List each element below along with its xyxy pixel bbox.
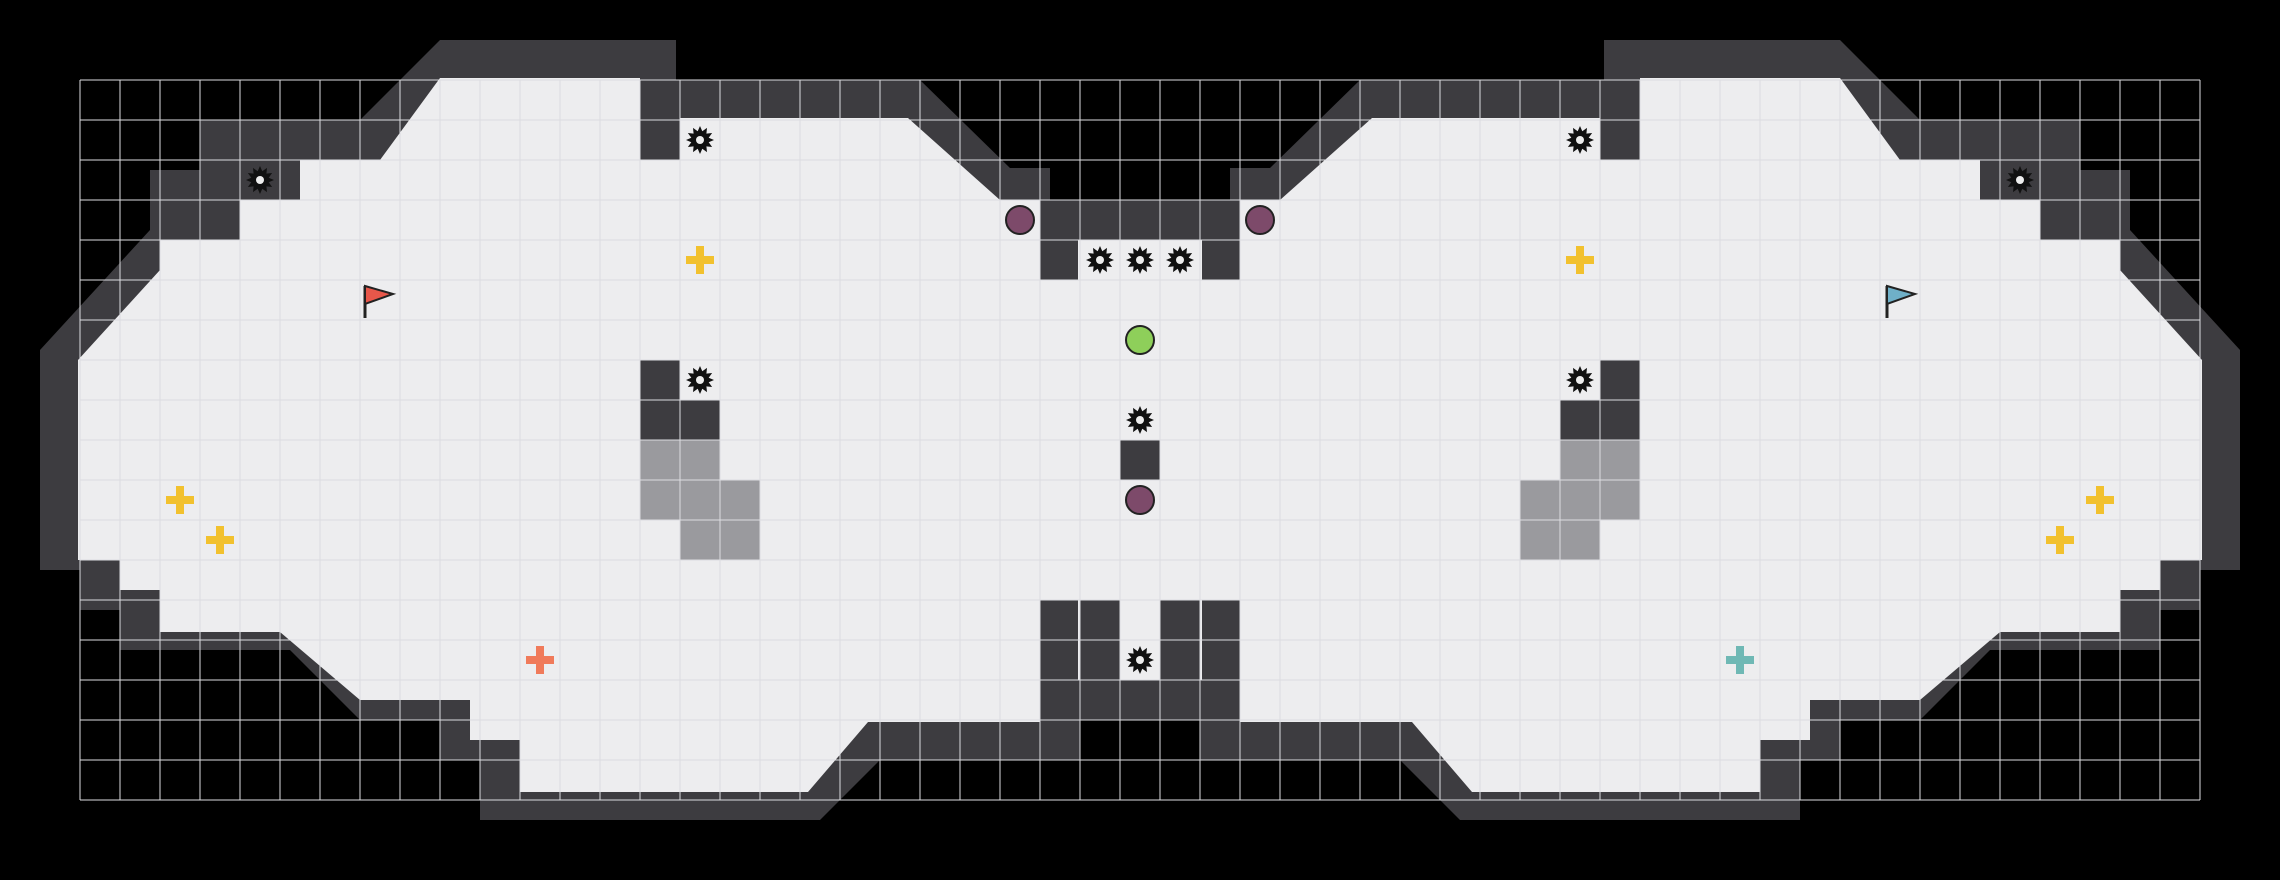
boost-icon — [2046, 526, 2074, 554]
floor-grid — [79, 79, 2201, 801]
boost-icon — [206, 526, 234, 554]
boost-icon — [686, 246, 714, 274]
boost-icon — [2086, 486, 2114, 514]
spike-icon — [1126, 406, 1154, 434]
spike-icon — [1566, 366, 1594, 394]
boost-icon — [166, 486, 194, 514]
spike-icon — [686, 126, 714, 154]
neutral-ball-icon — [1125, 325, 1155, 355]
spike-icon — [1126, 646, 1154, 674]
spike-icon — [2006, 166, 2034, 194]
spike-icon — [1166, 246, 1194, 274]
spike-icon — [1086, 246, 1114, 274]
spike-icon — [686, 366, 714, 394]
spike-icon — [1566, 126, 1594, 154]
spike-icon — [1126, 246, 1154, 274]
boost-icon — [1566, 246, 1594, 274]
red-flag-icon — [363, 284, 397, 318]
bomb-icon — [1005, 205, 1035, 235]
teal-boost-icon — [1726, 646, 1754, 674]
right-arena-floor — [1200, 78, 2202, 792]
center-block — [1120, 440, 1160, 480]
map-entities — [166, 126, 2114, 674]
blue-flag-icon — [1885, 284, 1919, 318]
bomb-icon — [1245, 205, 1275, 235]
spike-icon — [246, 166, 274, 194]
left-arena-floor — [78, 78, 1080, 792]
red-boost-icon — [526, 646, 554, 674]
bomb-icon — [1125, 485, 1155, 515]
